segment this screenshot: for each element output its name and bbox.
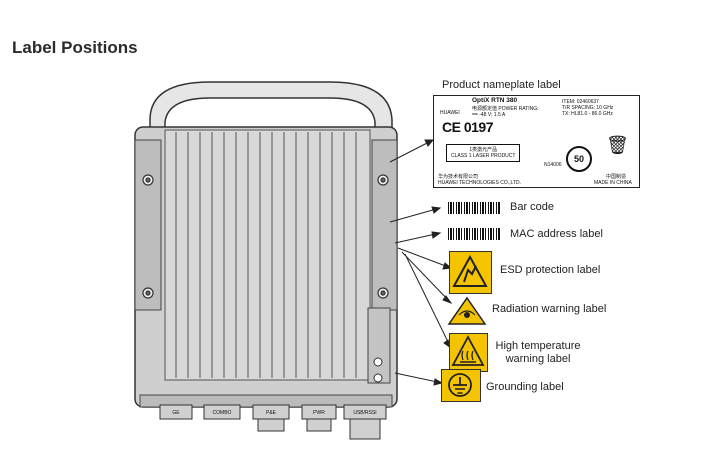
high-temp-icon [449, 333, 488, 372]
power-rating-value: == -48 V; 1.5 A [472, 112, 506, 118]
radiation-icon [447, 296, 487, 331]
ports [159, 404, 387, 440]
grounding-caption: Grounding label [486, 381, 564, 393]
page-title: Label Positions [12, 38, 138, 57]
laser-class-en: CLASS 1 LASER PRODUCT [451, 153, 516, 159]
device-handle [149, 81, 393, 129]
heat-sink-fins [164, 129, 371, 381]
port-usb-rssi: USB/RSSI [353, 410, 376, 416]
power-rating-label: 电源额定值 POWER RATING: [472, 106, 539, 112]
laser-class-box: 1类激光产品 CLASS 1 LASER PRODUCT [446, 144, 521, 162]
grounding-icon [441, 369, 481, 402]
company-en: HUAWEI TECHNOLOGIES CO.,LTD. [438, 180, 521, 186]
huawei-logo-text: HUAWEI [440, 110, 460, 116]
tr-spacing: T/R SPACING: 10 GHz [562, 105, 614, 111]
company-cn: 华为技术有限公司 [438, 174, 479, 180]
esd-icon [449, 251, 492, 294]
model-name: OptiX RTN 380 [472, 97, 518, 104]
port-pwr: PWR [313, 410, 325, 416]
mac-caption: MAC address label [510, 228, 603, 240]
ce-mark: CE 0197 [442, 119, 493, 135]
mac-barcode-icon [448, 228, 500, 240]
weee-bin-icon: 🗑 [606, 135, 629, 155]
laser-class-cn: 1类激光产品 [469, 147, 498, 153]
port-ge: GE [172, 410, 180, 416]
n-code: N14006 [544, 162, 562, 168]
port-pe: P&E [266, 410, 277, 416]
high-temp-caption: High temperature warning label [495, 340, 581, 365]
barcode-caption: Bar code [510, 201, 555, 213]
radiation-caption: Radiation warning label [492, 303, 607, 315]
barcode-icon [448, 202, 500, 214]
esd-caption: ESD protection label [500, 264, 601, 276]
port-combo: COMBO [213, 410, 232, 416]
item-number: ITEM: 02460637 [562, 99, 599, 105]
made-in-en: MADE IN CHINA [594, 180, 632, 186]
mounting-screws [142, 174, 389, 299]
tx-range: TX: HL81.0 - 86.0 GHz [562, 111, 613, 117]
rohs-50-icon: 50 [566, 146, 592, 172]
nameplate-label-caption: Product nameplate label [442, 79, 561, 91]
product-nameplate: HUAWEI OptiX RTN 380 电源额定值 POWER RATING:… [433, 95, 640, 188]
made-in-cn: 中国制造 [606, 174, 627, 180]
